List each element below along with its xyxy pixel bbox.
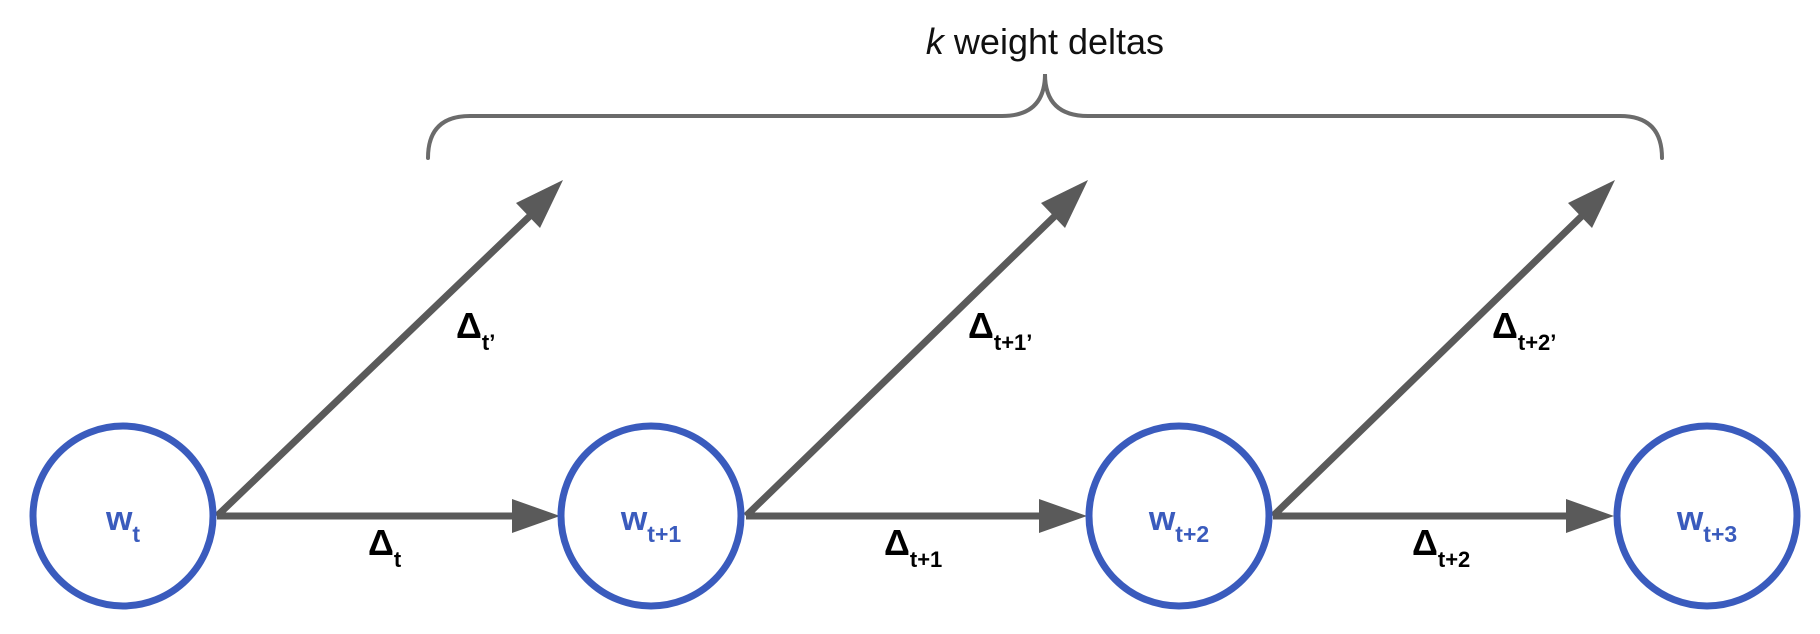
diagonal-arrow-head bbox=[516, 180, 563, 228]
weight-node: wt+3 bbox=[1613, 422, 1801, 610]
weight-node-sub: t bbox=[132, 521, 140, 547]
horizontal-delta-label: Δt+1 bbox=[884, 522, 942, 572]
horizontal-delta-label: Δt bbox=[368, 522, 402, 572]
delta-sub: t+2’ bbox=[1518, 330, 1557, 355]
delta-base: Δ bbox=[456, 305, 482, 346]
diagonal-arrow-line bbox=[1270, 209, 1589, 519]
delta-base: Δ bbox=[368, 522, 394, 563]
delta-sub: t+1 bbox=[910, 547, 942, 572]
delta-sub: t’ bbox=[482, 330, 495, 355]
delta-base: Δ bbox=[884, 522, 910, 563]
weight-node: wt+1 bbox=[557, 422, 745, 610]
delta-sub: t+1’ bbox=[994, 330, 1033, 355]
weight-nodes: wt wt+1 wt+2 wt+3 bbox=[29, 422, 1801, 610]
diagonal-delta-labels: Δt’ Δt+1’ Δt+2’ bbox=[456, 305, 1556, 355]
diagonal-arrow-head bbox=[1568, 180, 1615, 228]
k-weight-deltas-brace bbox=[426, 73, 1664, 160]
weight-node-label: wt+1 bbox=[620, 500, 682, 547]
weight-node: wt+2 bbox=[1085, 422, 1273, 610]
horizontal-arrow-head bbox=[1039, 499, 1087, 533]
delta-base: Δ bbox=[1492, 305, 1518, 346]
diagonal-arrow bbox=[1270, 180, 1615, 519]
weight-node-sub: t+3 bbox=[1703, 521, 1737, 547]
diagonal-delta-label: Δt+1’ bbox=[968, 305, 1032, 355]
diagonal-delta-label: Δt’ bbox=[456, 305, 495, 355]
delta-sub: t bbox=[394, 547, 402, 572]
diagonal-arrow bbox=[214, 180, 563, 519]
weight-node-circle bbox=[557, 422, 745, 610]
weight-node-sub: t+1 bbox=[647, 521, 681, 547]
weight-node-label: wt+2 bbox=[1148, 500, 1209, 547]
brace-label-text: weight deltas bbox=[944, 21, 1164, 62]
weight-node-sub: t+2 bbox=[1175, 521, 1209, 547]
horizontal-arrow bbox=[217, 499, 560, 533]
weight-node-base: w bbox=[1148, 500, 1176, 538]
diagonal-arrow bbox=[743, 180, 1088, 519]
weight-node-label: wt+3 bbox=[1676, 500, 1737, 547]
horizontal-delta-labels: Δt Δt+1 Δt+2 bbox=[368, 522, 1470, 572]
weight-node-base: w bbox=[105, 500, 133, 538]
horizontal-arrow bbox=[1273, 499, 1614, 533]
horizontal-delta-label: Δt+2 bbox=[1412, 522, 1470, 572]
weight-node-label: wt bbox=[105, 500, 140, 547]
weight-node-circle bbox=[1085, 422, 1273, 610]
brace-label: k weight deltas bbox=[926, 21, 1164, 62]
weight-node-circle bbox=[29, 422, 217, 610]
diagonal-arrow-line bbox=[743, 209, 1062, 519]
weight-node-base: w bbox=[620, 500, 648, 538]
diagonal-arrows bbox=[214, 180, 1615, 519]
weight-node-base: w bbox=[1676, 500, 1704, 538]
weight-node-circle bbox=[1613, 422, 1801, 610]
weight-node: wt bbox=[29, 422, 217, 610]
diagonal-arrow-line bbox=[214, 209, 537, 519]
brace-label-k: k bbox=[926, 21, 946, 62]
delta-base: Δ bbox=[968, 305, 994, 346]
horizontal-arrow-head bbox=[1566, 499, 1614, 533]
horizontal-arrows bbox=[217, 499, 1614, 533]
horizontal-arrow-head bbox=[512, 499, 560, 533]
diagonal-arrow-head bbox=[1041, 180, 1088, 228]
delta-sub: t+2 bbox=[1438, 547, 1470, 572]
horizontal-arrow bbox=[746, 499, 1087, 533]
diagonal-delta-label: Δt+2’ bbox=[1492, 305, 1556, 355]
brace-group: k weight deltas bbox=[426, 21, 1664, 160]
delta-base: Δ bbox=[1412, 522, 1438, 563]
